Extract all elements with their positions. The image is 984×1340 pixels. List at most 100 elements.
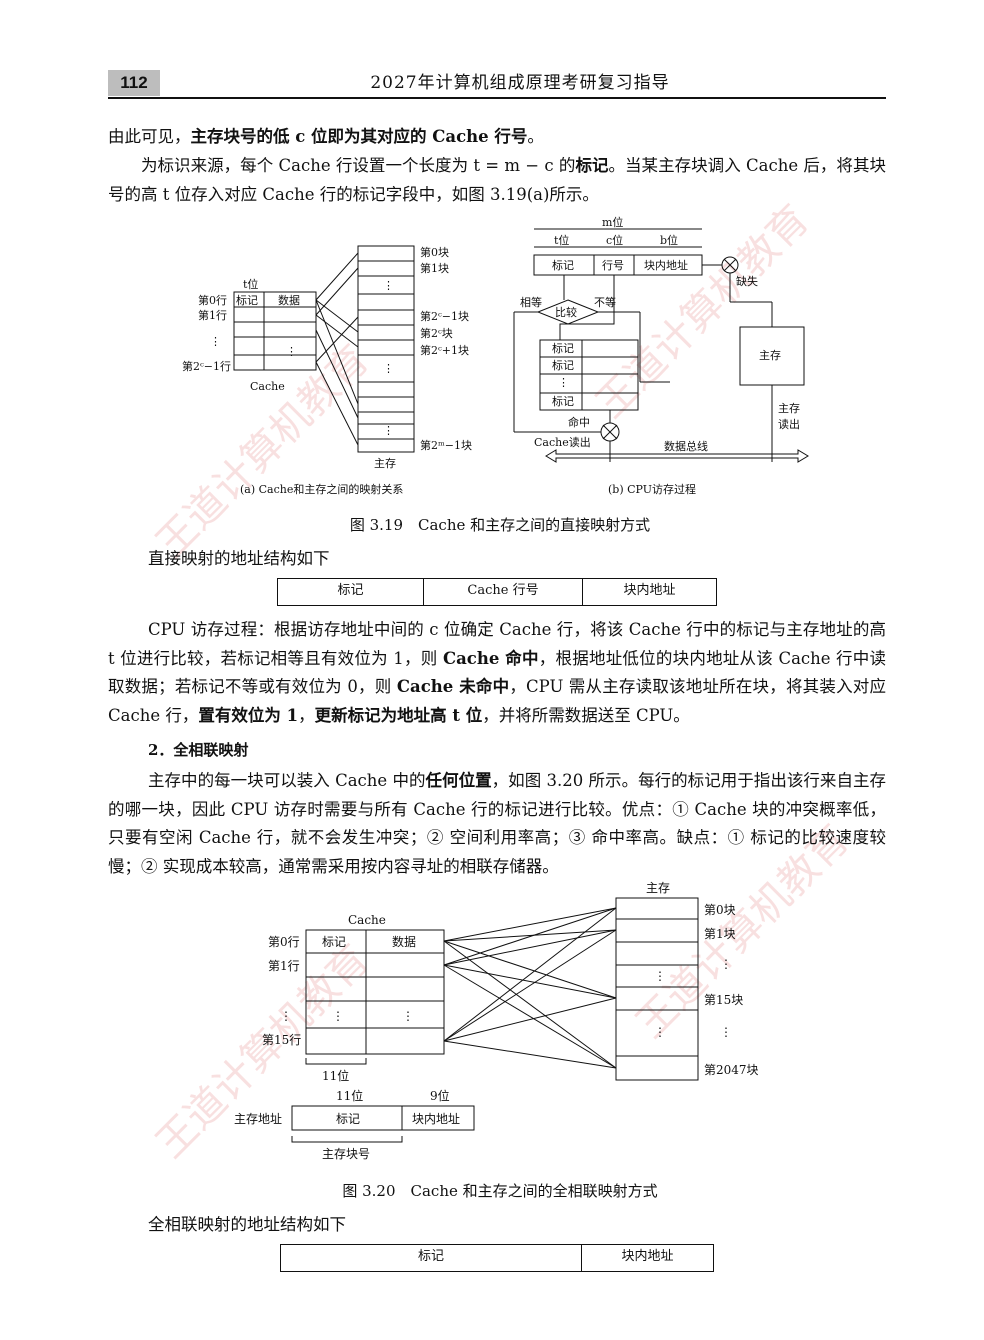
tag-bits-label: 11位 <box>322 1068 349 1083</box>
direct-addr-line: Cache 行号 <box>424 579 583 605</box>
tag-cell: 标记 <box>552 358 574 372</box>
book-title: 2027年计算机组成原理考研复习指导 <box>370 73 670 93</box>
addr-tag: 标记 <box>336 1112 360 1126</box>
cache-data-header: 数据 <box>278 293 300 307</box>
row1-label: 第1行 <box>198 308 227 322</box>
row-dots: ⋮ <box>210 335 221 348</box>
tag-dots: ⋮ <box>558 376 569 389</box>
paragraph-4: 主存中的每一块可以装入 Cache 中的任何位置，如图 3.20 所示。每行的标… <box>108 767 886 881</box>
block0-label: 第0块 <box>420 245 449 259</box>
text: ， <box>298 705 315 725</box>
figure-3-19: t位 标记 数据 第0行 第1行 ⋮ ⋮ 第2ᶜ−1行 Cache 第0块 第1… <box>182 215 809 496</box>
figure-3-19-caption: 图 3.19 Cache 和主存之间的直接映射方式 <box>349 516 651 534</box>
row15-label: 第15行 <box>262 1033 301 1047</box>
b-bits-label: b位 <box>660 233 678 247</box>
cache-data-header: 数据 <box>392 934 416 949</box>
mem-read-label: 主存 <box>778 401 800 415</box>
addr-bits11: 11位 <box>336 1088 363 1103</box>
direct-addr-intro: 直接映射的地址结构如下 <box>148 549 330 568</box>
emphasis-text: Cache 未命中 <box>396 677 510 696</box>
addr-tag: 标记 <box>552 258 574 272</box>
mem-dots: ⋮ <box>383 362 394 375</box>
assoc-addr-intro: 全相联映射的地址结构如下 <box>148 1215 346 1234</box>
direct-addr-offset: 块内地址 <box>623 583 676 598</box>
memory-label: 主存 <box>374 456 396 470</box>
addr-label: 主存地址 <box>234 1112 282 1126</box>
block2047-label: 第2047块 <box>704 1063 759 1077</box>
block-last-label: 第2ᵐ−1块 <box>420 438 472 452</box>
block0-label: 第0块 <box>704 903 736 917</box>
memory-label: 主存 <box>646 881 670 895</box>
text: ，如图 3.20 所示。每行的标记用于指出该行来自主存的哪一块，因此 CPU 访… <box>108 771 886 876</box>
not-equal-label: 不等 <box>594 295 616 309</box>
header-rule <box>108 97 886 99</box>
block1-label: 第1块 <box>420 261 449 275</box>
assoc-addr-tag: 标记 <box>281 1245 582 1271</box>
mem-dots: ⋮ <box>720 957 732 971</box>
emphasis-text: 置有效位为 1 <box>198 705 299 725</box>
page-number: 112 <box>108 70 160 96</box>
emphasis-text: 主存块号的低 c 位即为其对应的 Cache 行号 <box>190 127 528 146</box>
cell-dots: ⋮ <box>332 1009 344 1023</box>
row-dots: ⋮ <box>280 1009 292 1023</box>
t-bits-label: t位 <box>243 277 258 291</box>
emphasis-text: 任何位置 <box>425 771 492 790</box>
cache-read-label: Cache读出 <box>534 435 591 449</box>
addr-offset: 块内地址 <box>644 258 688 272</box>
fig-a-caption: (a) Cache和主存之间的映射关系 <box>240 482 403 496</box>
mem-dots: ⋮ <box>383 424 394 437</box>
block-2c-minus1-label: 第2ᶜ−1块 <box>420 309 469 323</box>
block-2c-label: 第2ᶜ块 <box>420 326 453 340</box>
text: 主存中的每一块可以装入 Cache 中的 <box>148 771 426 790</box>
cache-tag-header: 标记 <box>236 293 258 307</box>
emphasis-text: Cache 命中 <box>442 648 539 668</box>
cache-label: Cache <box>348 913 386 927</box>
cell-dots: ⋮ <box>402 1009 414 1023</box>
figure-3-20: Cache 标记 数据 第0行 第1行 ⋮ ⋮ ⋮ 第15行 11位 主存 第0… <box>234 881 759 1161</box>
paragraph-3: CPU 访存过程：根据访存地址中间的 c 位确定 Cache 行，将该 Cach… <box>108 616 886 730</box>
text: ，根据地址低位的块内地址从该 Cache 行中读取数据；若标记不等或有效位为 0… <box>108 648 887 697</box>
m-bits-label: m位 <box>602 215 623 229</box>
text: 由此可见， <box>108 127 191 146</box>
assoc-addr-offset: 块内地址 <box>621 1249 674 1264</box>
fig-b-caption: (b) CPU访存过程 <box>608 482 696 496</box>
row-last-label: 第2ᶜ−1行 <box>182 359 231 373</box>
tag-cell: 标记 <box>552 394 574 408</box>
memory-box-label: 主存 <box>759 348 781 362</box>
mem-dots: ⋮ <box>383 279 394 292</box>
direct-addr-tag: 标记 <box>278 579 424 605</box>
text: 为标识来源，每个 Cache 行设置一个长度为 t = m − c 的 <box>141 156 576 175</box>
c-bits-label: c位 <box>606 233 623 247</box>
paragraph-1: 由此可见，主存块号的低 c 位即为其对应的 Cache 行号。 <box>108 123 886 152</box>
paragraph-2: 为标识来源，每个 Cache 行设置一个长度为 t = m − c 的标记。当某… <box>108 152 886 209</box>
text: CPU 访存过程：根据访存地址中间的 c 位确定 Cache 行，将该 Cach… <box>108 620 886 668</box>
addr-bits9: 9位 <box>430 1088 450 1103</box>
hit-label: 命中 <box>568 415 590 429</box>
mem-read-label-2: 读出 <box>778 417 800 431</box>
block-no-label: 主存块号 <box>322 1147 370 1161</box>
row0-label: 第0行 <box>268 935 300 949</box>
miss-label: 缺失 <box>736 274 758 288</box>
emphasis-text: 更新标记为地址高 t 位 <box>314 705 483 725</box>
assoc-addr-table: 标记 块内地址 <box>280 1244 714 1272</box>
text: ，并将所需数据送至 CPU。 <box>482 705 690 725</box>
block-2c-plus1-label: 第2ᶜ+1块 <box>420 343 469 357</box>
data-bus-label: 数据总线 <box>664 439 708 453</box>
tag-cell: 标记 <box>552 341 574 355</box>
mem-dots: ⋮ <box>654 969 666 983</box>
compare-label: 比较 <box>555 305 577 319</box>
cache-label: Cache <box>250 380 285 393</box>
direct-addr-table: 标记 Cache 行号 块内地址 <box>277 578 717 606</box>
emphasis-text: 标记 <box>575 156 609 175</box>
mem-dots: ⋮ <box>654 1025 666 1039</box>
row0-label: 第0行 <box>198 293 227 307</box>
addr-line-no: 行号 <box>602 259 624 272</box>
text: 。当某主存块调入 Cache 后，将其块号的高 t 位存入对应 Cache 行的… <box>108 156 886 204</box>
text: 。 <box>527 127 544 146</box>
equal-label: 相等 <box>520 295 542 309</box>
cell-dots: ⋮ <box>286 345 297 358</box>
block1-label: 第1块 <box>704 927 736 941</box>
addr-offset: 块内地址 <box>412 1112 460 1126</box>
t-bits-label: t位 <box>554 233 569 247</box>
cache-tag-header: 标记 <box>322 935 346 949</box>
